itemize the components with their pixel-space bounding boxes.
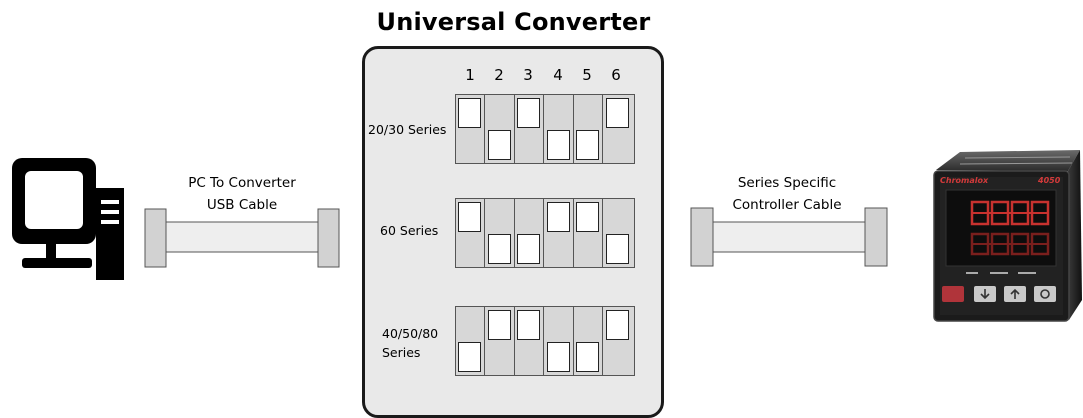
dip-switch: [486, 95, 515, 163]
dip-switch: [545, 307, 574, 375]
dip-switch: [456, 199, 485, 267]
dip-switch-knob-up: [605, 310, 629, 340]
switch-number: 4: [553, 66, 563, 84]
dip-switch: [545, 95, 574, 163]
switch-number: 3: [523, 66, 533, 84]
switch-numbers: 1 2 3 4 5 6: [455, 66, 635, 86]
diagram-title: Universal Converter: [376, 8, 651, 36]
dip-switch-knob-up: [487, 310, 511, 340]
dip-switch-knob-down: [546, 130, 570, 160]
controller-brand: Chromalox: [940, 176, 989, 185]
dip-switch-knob-down: [487, 234, 511, 264]
dip-switch: [574, 95, 603, 163]
dip-switch: [574, 199, 603, 267]
dip-switch-knob-down: [458, 342, 481, 372]
dip-switch-knob-up: [458, 202, 481, 232]
row-label-20-30: 20/30 Series: [368, 122, 447, 137]
dip-switch-row-40-50-80: [455, 306, 635, 376]
dip-switch: [486, 307, 515, 375]
dip-switch-knob-up: [576, 202, 599, 232]
dip-switch: [574, 307, 603, 375]
dip-switch-row-60: [455, 198, 635, 268]
dip-switch: [515, 307, 544, 375]
dip-switch-knob-down: [576, 130, 599, 160]
usb-cable-label: PC To Converter USB Cable: [188, 175, 296, 213]
switch-number: 5: [582, 66, 592, 84]
dip-switch: [515, 95, 544, 163]
controller-model: 4050: [1038, 176, 1061, 185]
controller-cable-label: Series Specific Controller Cable: [732, 175, 842, 213]
dip-switch: [456, 307, 485, 375]
dip-switch: [515, 199, 544, 267]
dip-switch-knob-up: [605, 98, 629, 128]
dip-switch-knob-up: [517, 310, 540, 340]
dip-switch-row-20-30: [455, 94, 635, 164]
row-label-40-50-80: 40/50/80 Series: [382, 326, 439, 360]
dip-switch: [545, 199, 574, 267]
switch-number: 6: [611, 66, 621, 84]
dip-switch-knob-down: [546, 342, 570, 372]
row-label-60: 60 Series: [380, 223, 439, 238]
dip-switch: [604, 307, 633, 375]
dip-switch-knob-down: [605, 234, 629, 264]
switch-number: 1: [465, 66, 475, 84]
dip-switch: [486, 199, 515, 267]
dip-switch-knob-up: [546, 202, 570, 232]
dip-switch-knob-up: [458, 98, 481, 128]
dip-switch-knob-down: [487, 130, 511, 160]
computer-icon: [12, 158, 124, 280]
switch-number: 2: [494, 66, 504, 84]
dip-switch-knob-up: [517, 98, 540, 128]
usb-cable: [144, 208, 340, 268]
controller-cable: [690, 207, 888, 267]
dip-switch: [604, 199, 633, 267]
temperature-controller: [933, 150, 1082, 322]
dip-switch: [456, 95, 485, 163]
dip-switch: [604, 95, 633, 163]
dip-switch-knob-down: [517, 234, 540, 264]
dip-switch-knob-down: [576, 342, 599, 372]
